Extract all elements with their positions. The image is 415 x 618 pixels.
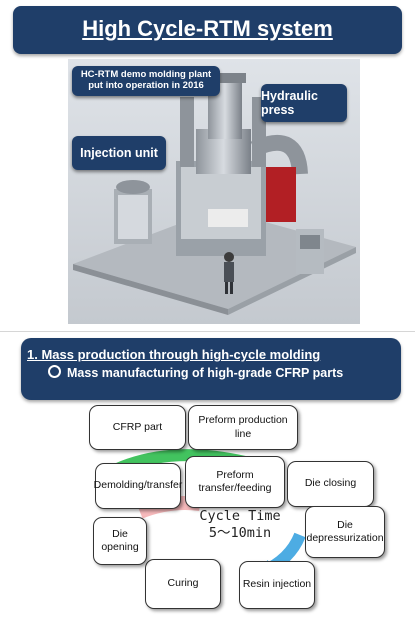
step-demolding-transfer: Demolding/transfer <box>93 463 183 509</box>
demo-plant-callout-text: HC-RTM demo molding plant put into opera… <box>80 69 212 91</box>
step-die-closing: Die closing <box>287 461 374 507</box>
injection-unit-callout: Injection unit <box>72 136 166 170</box>
step-preform-transfer-label: Preform transfer/feeding <box>198 468 272 494</box>
demo-plant-callout: HC-RTM demo molding plant put into opera… <box>72 66 220 96</box>
step-resin-injection: Resin injection <box>239 561 315 609</box>
step-preform-production-line-label: Preform production line <box>198 414 288 440</box>
section-banner: 1. Mass production through high-cycle mo… <box>21 338 401 400</box>
page-title: High Cycle-RTM system <box>82 16 333 41</box>
cycle-time-value: 5～10min <box>208 524 272 541</box>
step-curing: Curing <box>145 559 221 609</box>
step-cfrp-part: CFRP part <box>89 405 186 450</box>
section-bullet-text: Mass manufacturing of high-grade CFRP pa… <box>67 366 344 380</box>
step-resin-injection-label: Resin injection <box>242 578 312 591</box>
cycle-time-title: Cycle Time <box>199 508 281 524</box>
step-cfrp-part-label: CFRP part <box>112 420 163 433</box>
circle-bullet-icon <box>48 365 61 378</box>
step-preform-production-line: Preform production line <box>188 405 298 450</box>
step-die-closing-label: Die closing <box>304 477 357 490</box>
step-curing-label: Curing <box>167 577 199 590</box>
hydraulic-press-callout-text: Hydraulic press <box>261 88 318 117</box>
title-banner: High Cycle-RTM system <box>13 6 402 54</box>
section-heading: 1. Mass production through high-cycle mo… <box>27 347 321 362</box>
step-die-opening-label: Die opening <box>101 527 139 553</box>
cycle-time-label: Cycle Time 5～10min <box>180 508 300 542</box>
step-die-depressurization: Die depressurization <box>305 506 385 558</box>
step-die-opening: Die opening <box>93 517 147 565</box>
step-demolding-transfer-label: Demolding/transfer <box>93 479 183 492</box>
plant-photo: HC-RTM demo molding plant put into opera… <box>68 59 360 324</box>
hydraulic-press-callout: Hydraulic press <box>261 84 347 122</box>
injection-unit-callout-text: Injection unit <box>80 145 158 160</box>
section-divider <box>0 331 415 332</box>
section-bullet: Mass manufacturing of high-grade CFRP pa… <box>48 365 343 380</box>
step-die-depressurization-label: Die depressurization <box>306 518 384 544</box>
step-preform-transfer: Preform transfer/feeding <box>185 456 285 508</box>
